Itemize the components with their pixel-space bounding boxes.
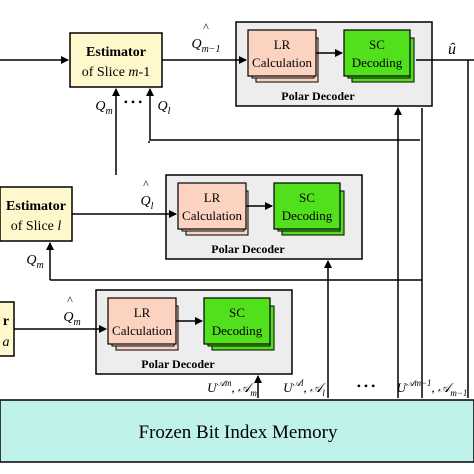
decoder-label-mid: Polar Decoder	[211, 242, 285, 256]
svg-text:SC: SC	[299, 190, 315, 205]
decoder-label-top: Polar Decoder	[281, 89, 355, 103]
svg-text:Decoding: Decoding	[212, 323, 263, 338]
polar-decoder-bottom: LR Calculation SC Decoding Polar Decoder	[95, 289, 293, 375]
estimator-sub-top: of Slice m-1	[82, 65, 150, 80]
svg-text:LR: LR	[204, 190, 221, 205]
dots-bottom: • • •	[357, 379, 376, 393]
estimator-box-mid	[0, 186, 73, 242]
svg-text:^: ^	[67, 293, 73, 307]
sc-decoding-box-mid	[273, 182, 341, 230]
q-hat-label-top: Qm−1	[191, 37, 220, 55]
svg-text:^: ^	[143, 177, 149, 191]
output-label: û	[448, 41, 456, 58]
sc-decoding-box-top	[343, 29, 411, 77]
svg-text:SC: SC	[369, 37, 385, 52]
svg-text:Calculation: Calculation	[182, 208, 242, 223]
memory-label-l: U𝒜l, 𝒜l	[283, 378, 326, 398]
estimator-slice-l: Estimator of Slice l	[0, 186, 73, 242]
memory-label: Frozen Bit Index Memory	[139, 422, 338, 443]
feedback-q-m-mid: Qm	[26, 253, 43, 271]
sc-decoding-box-bottom	[203, 297, 271, 345]
dots-top: • • •	[124, 95, 143, 109]
svg-text:Calculation: Calculation	[252, 55, 312, 70]
estimator-title-bottom: r	[3, 314, 9, 329]
estimator-sub-mid: of Slice l	[11, 219, 62, 234]
memory-box	[0, 399, 474, 463]
estimator-slice-m: r a	[0, 301, 15, 357]
memory-label-m-1: U𝒜m−1, 𝒜m−1	[397, 378, 468, 398]
signal-connections	[0, 56, 474, 398]
estimator-slice-m-1: Estimator of Slice m-1	[69, 32, 163, 88]
svg-text:Decoding: Decoding	[282, 208, 333, 223]
q-hat-label-bottom: Qm	[63, 310, 80, 328]
q-hat-label-mid: Ql	[141, 194, 154, 212]
estimator-box-top	[69, 32, 163, 88]
signal-labels: Qm−1 ^ Ql ^ Qm ^ Qm Ql • • • Qm û	[26, 20, 456, 328]
estimator-title-mid: Estimator	[6, 199, 66, 214]
svg-text:Decoding: Decoding	[352, 55, 403, 70]
memory-input-labels: U𝒜m, 𝒜m U𝒜l, 𝒜l • • • U𝒜m−1, 𝒜m−1	[207, 378, 467, 398]
svg-text:LR: LR	[274, 37, 291, 52]
svg-text:LR: LR	[134, 305, 151, 320]
feedback-q-l-top: Ql	[158, 99, 171, 117]
frozen-bit-index-memory: Frozen Bit Index Memory	[0, 399, 474, 463]
polar-decoder-top: LR Calculation SC Decoding Polar Decoder	[235, 21, 433, 107]
decoder-label-bottom: Polar Decoder	[141, 357, 215, 371]
svg-text:SC: SC	[229, 305, 245, 320]
polar-decoder-mid: LR Calculation SC Decoding Polar Decoder	[165, 174, 363, 260]
estimator-title-top: Estimator	[86, 45, 146, 60]
svg-text:^: ^	[203, 20, 209, 34]
lr-calculation-box-bottom	[107, 297, 177, 345]
svg-text:Calculation: Calculation	[112, 323, 172, 338]
estimator-sub-bottom: a	[3, 335, 10, 350]
memory-label-m: U𝒜m, 𝒜m	[207, 378, 257, 398]
lr-calculation-box-top	[247, 29, 317, 77]
feedback-q-m-top: Qm	[95, 99, 112, 117]
